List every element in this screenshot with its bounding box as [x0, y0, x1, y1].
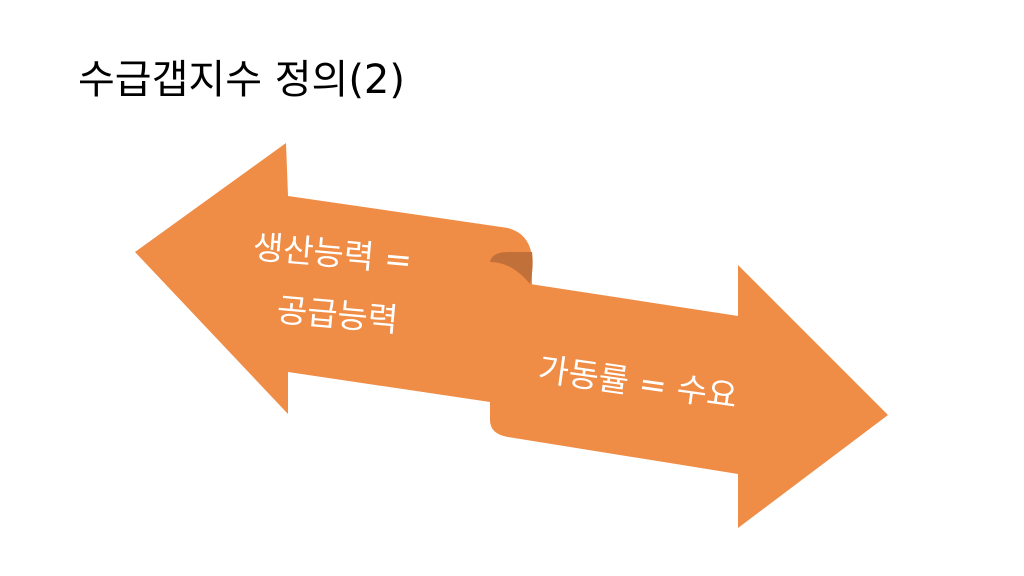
- ribbon-fold: [490, 252, 533, 284]
- right-arrow-shape: [490, 262, 888, 528]
- left-arrow-shape: [135, 143, 532, 414]
- slide-title: 수급갭지수 정의(2): [78, 57, 405, 103]
